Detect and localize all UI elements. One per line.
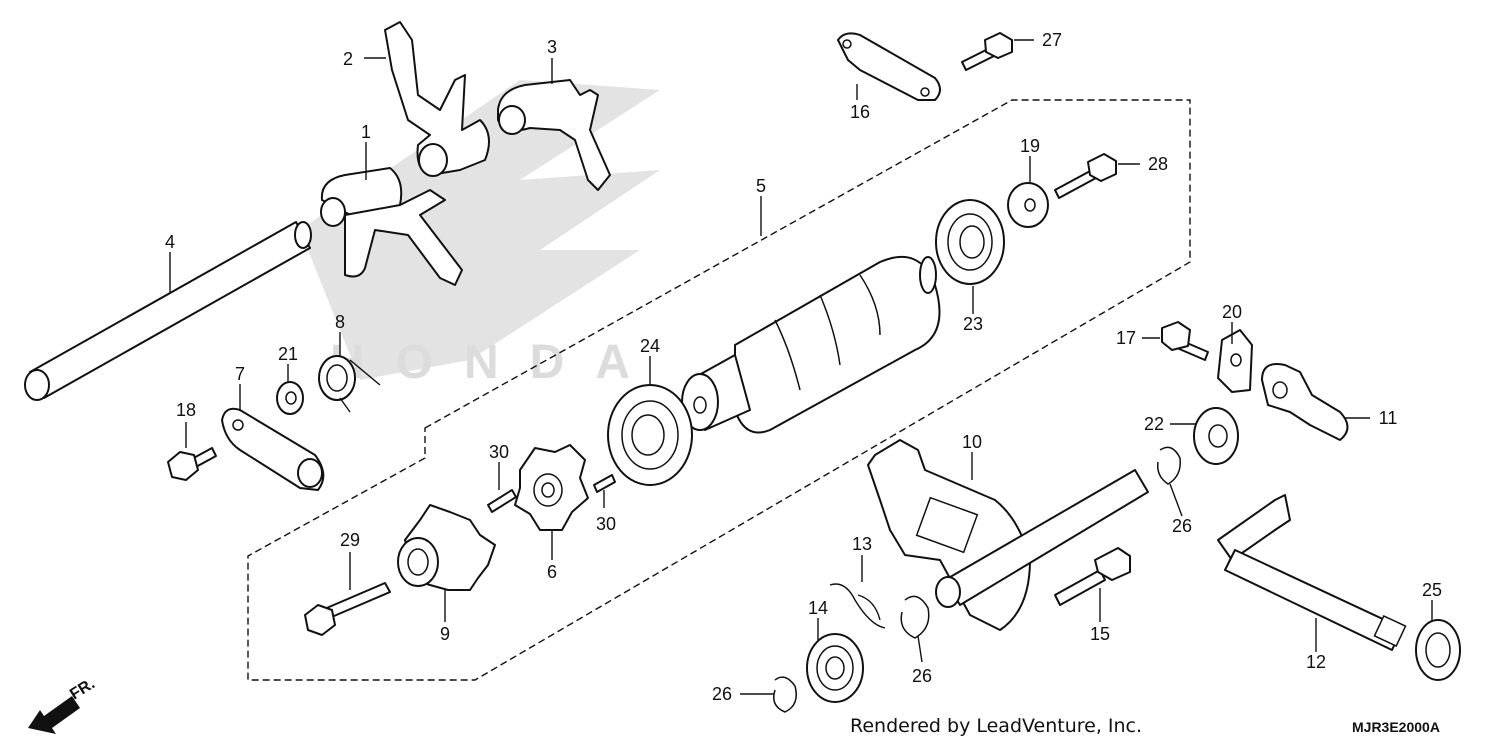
washer-22[interactable] [1193,407,1239,465]
bearing-23[interactable] [935,199,1005,285]
callout-5: 5 [756,176,766,196]
callout-23: 23 [963,314,983,334]
callout-numbers: 1 2 3 4 5 6 7 8 9 10 11 12 13 14 15 16 1… [165,30,1442,704]
washer-19[interactable] [1007,182,1049,228]
circlip-26c[interactable] [1156,446,1181,485]
diagram-code: MJR3E2000A [1352,719,1440,735]
spring-clip-13[interactable] [829,583,886,629]
stopper-arm-7[interactable] [221,407,325,491]
bolt-28[interactable] [1054,153,1117,199]
bearing-24[interactable] [607,384,693,486]
washer-21[interactable] [276,381,304,415]
bolt-17[interactable] [1161,321,1209,361]
star-plate-6[interactable] [514,444,589,531]
callout-10: 10 [962,432,982,452]
callout-7: 7 [235,364,245,384]
dowel-pin-30a[interactable] [487,489,517,513]
oil-seal-25[interactable] [1415,619,1461,681]
circlip-26a[interactable] [773,676,797,713]
bolt-27[interactable] [961,32,1013,71]
callout-27: 27 [1042,30,1062,50]
callout-8: 8 [335,312,345,332]
leader-lines [169,39,1433,695]
callout-6: 6 [547,562,557,582]
shift-fork-1[interactable] [320,167,463,286]
callout-30b: 30 [596,514,616,534]
shift-drum-5[interactable] [681,256,941,434]
callout-26c: 26 [1172,516,1192,536]
callout-14: 14 [808,598,828,618]
drum-center-9[interactable] [397,504,496,591]
bolt-29[interactable] [304,582,391,636]
footer-credit: Rendered by LeadVenture, Inc. [850,715,1142,737]
callout-18: 18 [176,400,196,420]
callout-4: 4 [165,232,175,252]
circlip-26b[interactable] [900,595,930,639]
front-direction-arrow: FR. [28,675,98,734]
assembly-boundary-5 [247,99,1191,681]
stopper-plate-16[interactable] [837,32,941,101]
callout-22: 22 [1144,414,1164,434]
dowel-pin-30b[interactable] [593,474,616,493]
gearshift-spindle-10[interactable] [867,439,1149,631]
guide-plate-20[interactable] [1217,329,1253,393]
shift-fork-2[interactable] [384,21,490,177]
bolt-18[interactable] [167,447,217,481]
callout-3: 3 [547,37,557,57]
callout-2: 2 [343,49,353,69]
callout-26b: 26 [912,666,932,686]
callout-12: 12 [1306,652,1326,672]
callout-24: 24 [640,336,660,356]
callout-9: 9 [440,624,450,644]
callout-1: 1 [361,122,371,142]
callout-17: 17 [1116,328,1136,348]
callout-11: 11 [1379,408,1398,428]
shift-pedal-shaft-12[interactable] [1217,494,1407,651]
callout-13: 13 [852,534,872,554]
callout-26a: 26 [712,684,732,704]
callout-21: 21 [278,344,298,364]
shift-arm-11[interactable] [1261,363,1349,441]
callout-29: 29 [340,530,360,550]
bolt-15[interactable] [1054,547,1131,606]
callout-16: 16 [850,102,870,122]
return-spring-14[interactable] [806,633,864,703]
shift-fork-3[interactable] [497,79,611,191]
spring-8[interactable] [318,355,381,413]
callout-30a: 30 [489,442,509,462]
callout-19: 19 [1020,136,1040,156]
callout-28: 28 [1148,154,1168,174]
callout-25: 25 [1422,580,1442,600]
callout-15: 15 [1090,624,1110,644]
shift-fork-shaft[interactable] [24,221,312,401]
callout-20: 20 [1222,302,1242,322]
arrow-icon [28,696,80,734]
